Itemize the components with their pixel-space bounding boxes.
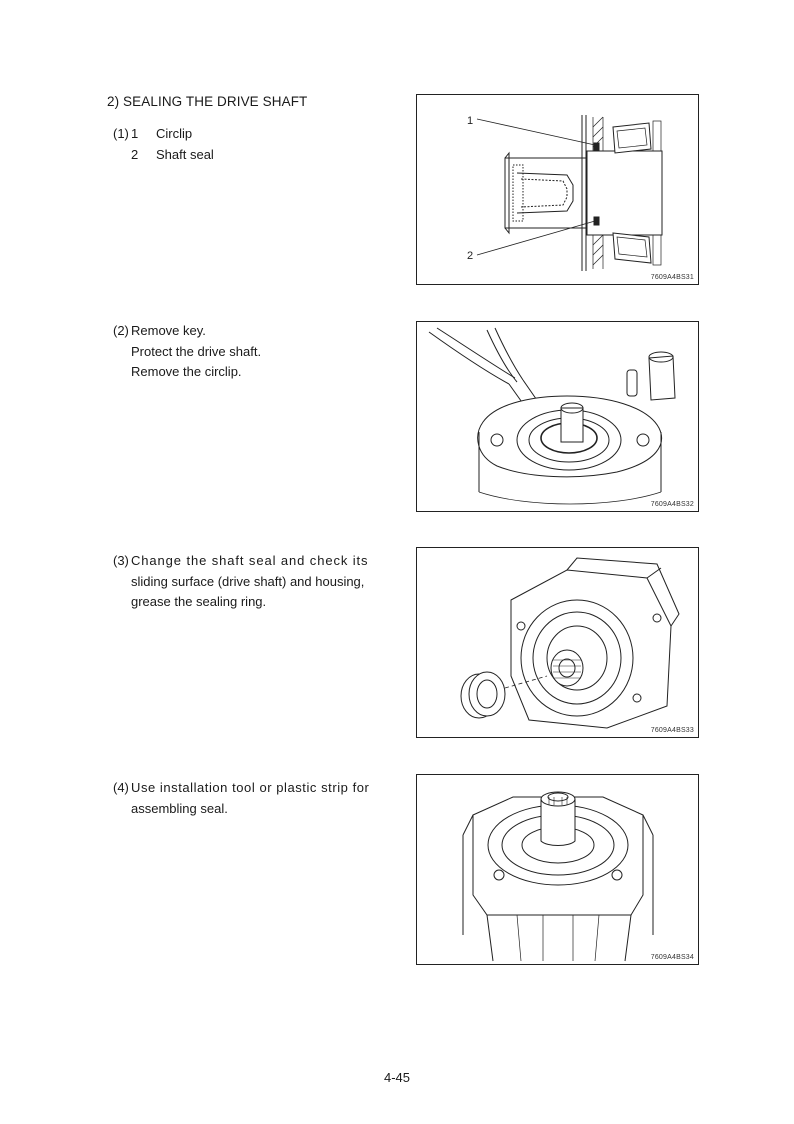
step-3-line: Change the shaft seal and check its	[131, 553, 369, 568]
step-2: (2) Remove key. Protect the drive shaft.…	[113, 321, 261, 383]
step-1-number: (1)	[113, 126, 129, 141]
figure-code: 7609A4BS34	[650, 954, 694, 961]
remove-circlip-drawing	[428, 327, 676, 505]
legend-label-shaft-seal: Shaft seal	[156, 147, 214, 162]
step-3-number: (3)	[113, 553, 129, 568]
figure-shaft-cross-section: 1 2 7609A4BS31	[416, 94, 699, 285]
figure-change-seal: 7609A4BS33	[416, 547, 699, 738]
figure-assemble-seal: 7609A4BS34	[416, 774, 699, 965]
figure-remove-circlip: 7609A4BS32	[416, 321, 699, 512]
figure-code: 7609A4BS33	[650, 727, 694, 734]
legend-id: 1	[131, 126, 139, 141]
callout-2: 2	[467, 250, 473, 262]
change-seal-drawing	[460, 557, 680, 729]
step-4-line: assembling seal.	[131, 800, 228, 816]
callout-1: 1	[467, 115, 473, 127]
step-4-line: Use installation tool or plastic strip f…	[131, 780, 370, 795]
legend-id: 2	[131, 147, 139, 162]
figure-code: 7609A4BS32	[650, 501, 694, 508]
step-4: (4) Use installation tool or plastic str…	[113, 778, 377, 819]
step-2-line: Remove key.	[131, 323, 206, 338]
shaft-cross-section-drawing: 1 2	[467, 115, 663, 271]
step-2-number: (2)	[113, 323, 129, 338]
figure-code: 7609A4BS31	[650, 274, 694, 281]
page-number: 4-45	[383, 1070, 411, 1085]
step-3-line: sliding surface (drive shaft) and housin…	[131, 573, 365, 589]
assemble-seal-drawing	[462, 791, 654, 962]
step-2-line: Remove the circlip.	[131, 364, 242, 379]
step-4-number: (4)	[113, 780, 129, 795]
step-2-line: Protect the drive shaft.	[131, 343, 262, 359]
step-3: (3) Change the shaft seal and check its …	[113, 551, 377, 613]
step-3-line: grease the sealing ring.	[131, 594, 267, 609]
legend-label-circlip: Circlip	[156, 126, 193, 141]
section-title: 2) SEALING THE DRIVE SHAFT	[107, 94, 308, 109]
